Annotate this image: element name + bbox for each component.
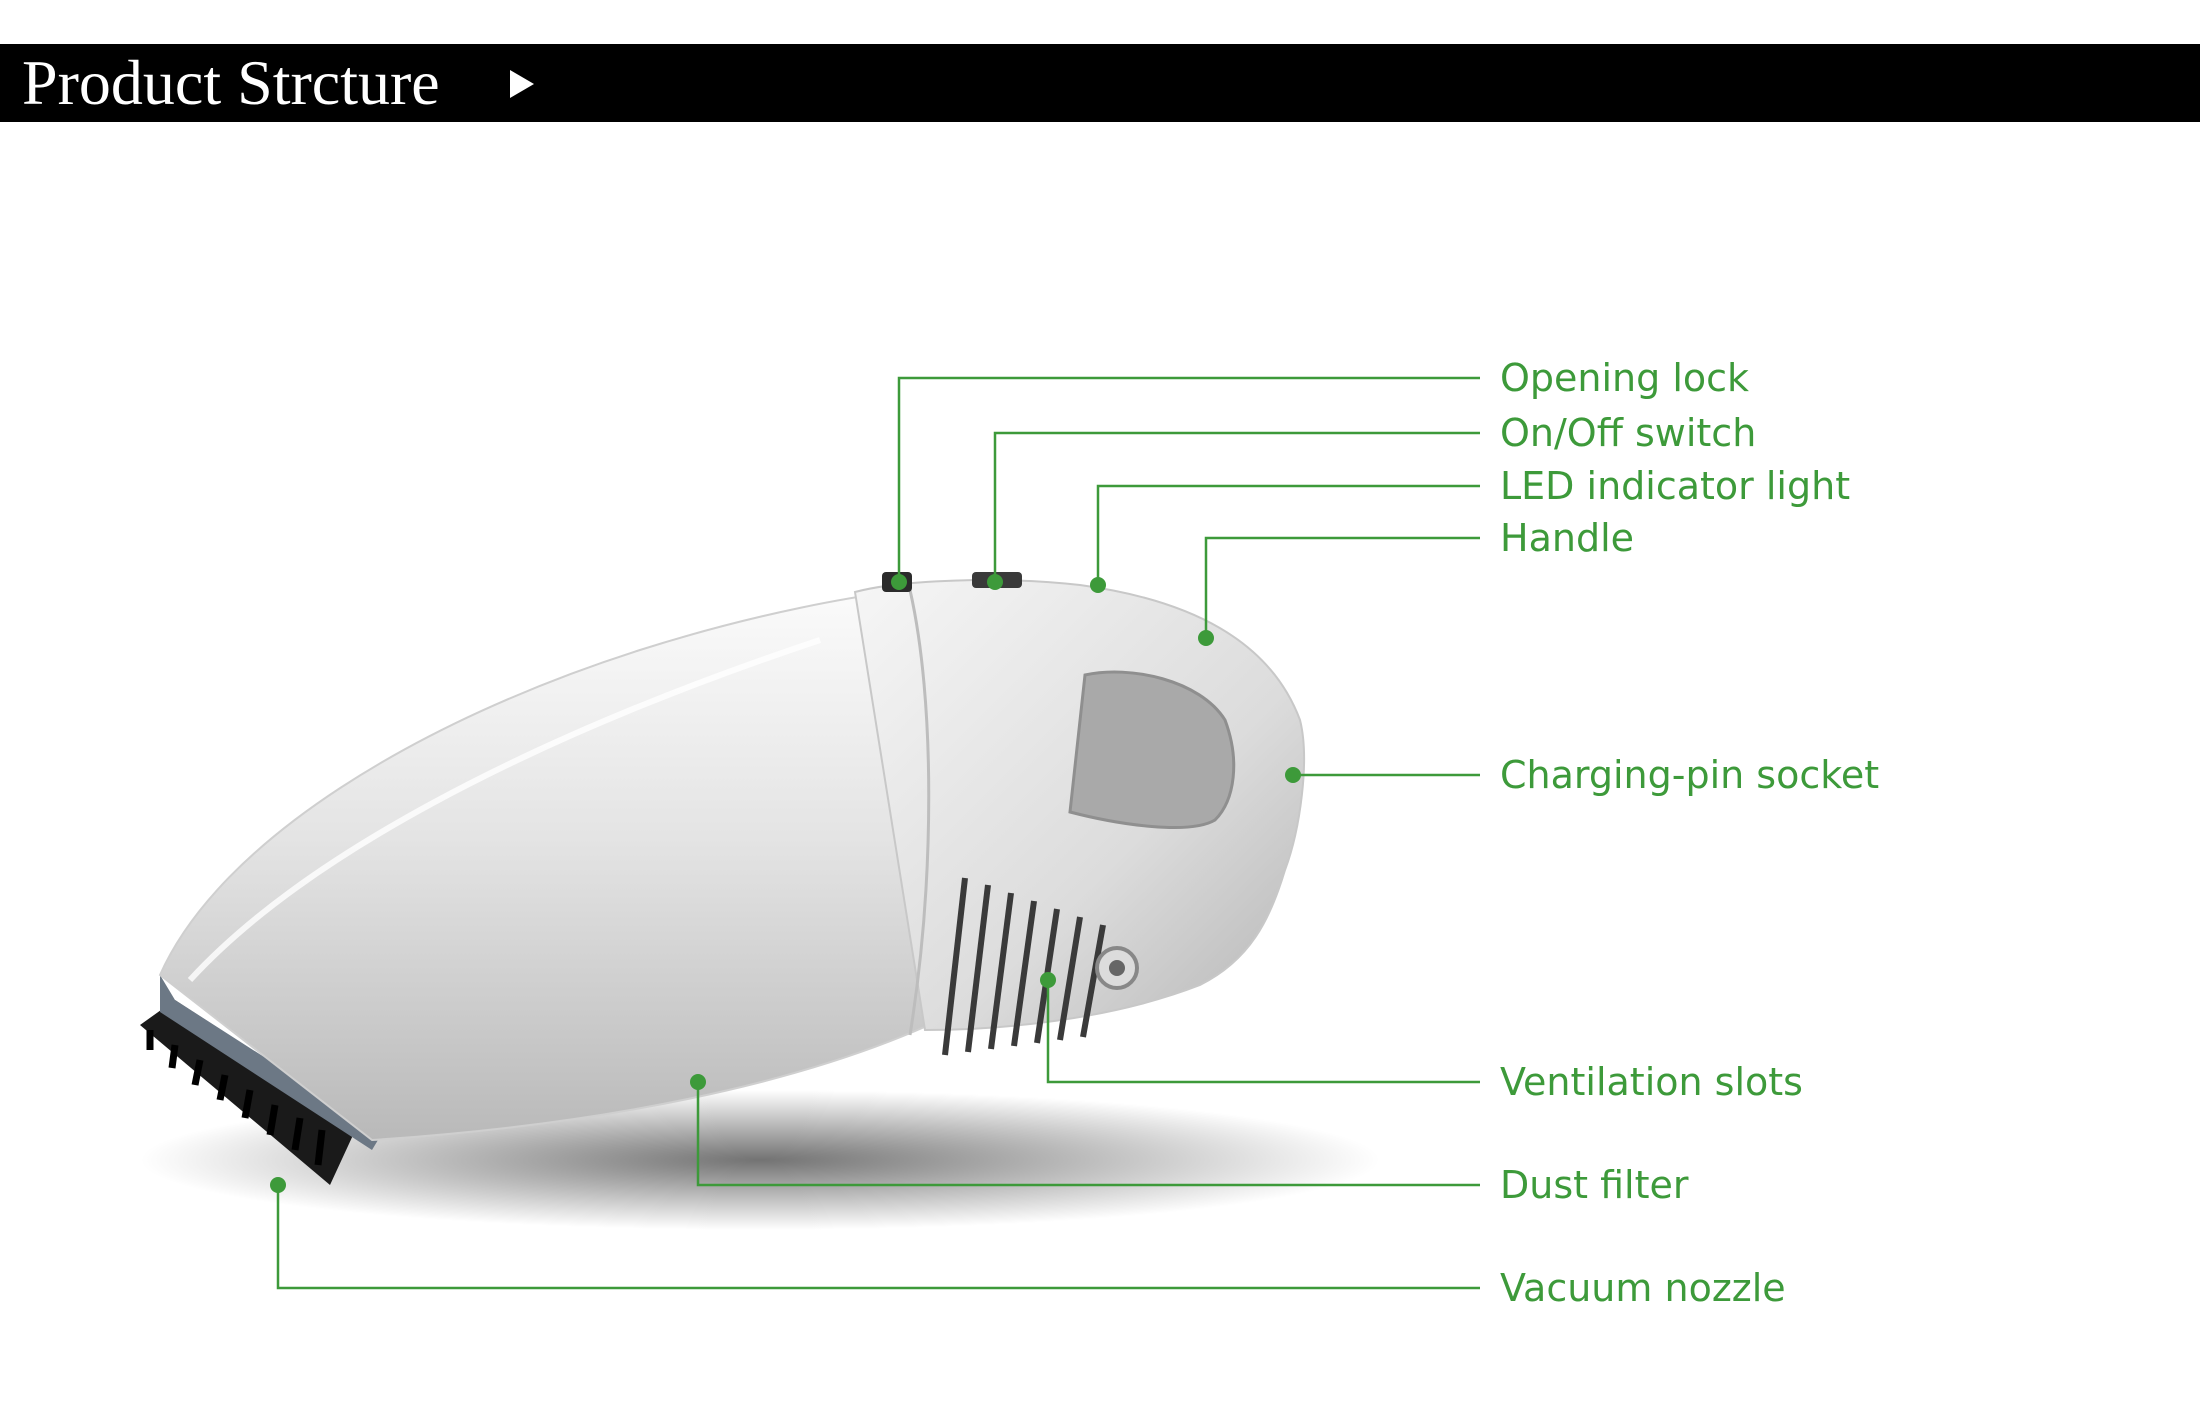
dot-opening-lock [891,574,907,590]
dot-on-off-switch [987,574,1003,590]
vacuum-cleaner-image [140,572,1305,1185]
label-on-off-switch: On/Off switch [1500,411,1757,455]
label-handle: Handle [1500,516,1635,560]
leader-opening-lock [897,376,1480,582]
callout-dots [270,574,1301,1193]
main-body [158,588,942,1142]
leader-on-off-switch [993,431,1480,582]
dot-vacuum-nozzle [270,1177,286,1193]
page-title: Product Strcture [22,47,440,118]
dot-dust-filter [690,1074,706,1090]
label-opening-lock: Opening lock [1500,356,1750,400]
handle-opening [1068,670,1236,829]
label-ventilation-slots: Ventilation slots [1500,1060,1803,1104]
label-led-indicator-light: LED indicator light [1500,464,1851,508]
leader-handle [1204,536,1480,638]
header-bar: Product Strcture [0,44,2200,122]
label-dust-filter: Dust filter [1500,1163,1689,1207]
leader-vacuum-nozzle [276,1185,1480,1290]
dot-led-indicator-light [1090,577,1106,593]
leader-dust-filter [696,1082,1480,1187]
dot-ventilation-slots [1040,972,1056,988]
nozzle-plate [160,975,378,1150]
play-arrow-icon [510,70,534,98]
label-charging-pin-socket: Charging-pin socket [1500,753,1880,797]
dot-charging-pin-socket [1285,767,1301,783]
dot-handle [1198,630,1214,646]
label-vacuum-nozzle: Vacuum nozzle [1500,1266,1786,1310]
callout-lines [276,376,1480,1290]
leader-led-indicator-light [1096,484,1480,585]
leader-ventilation-slots [1046,980,1480,1084]
brush-bristles [140,1000,360,1185]
